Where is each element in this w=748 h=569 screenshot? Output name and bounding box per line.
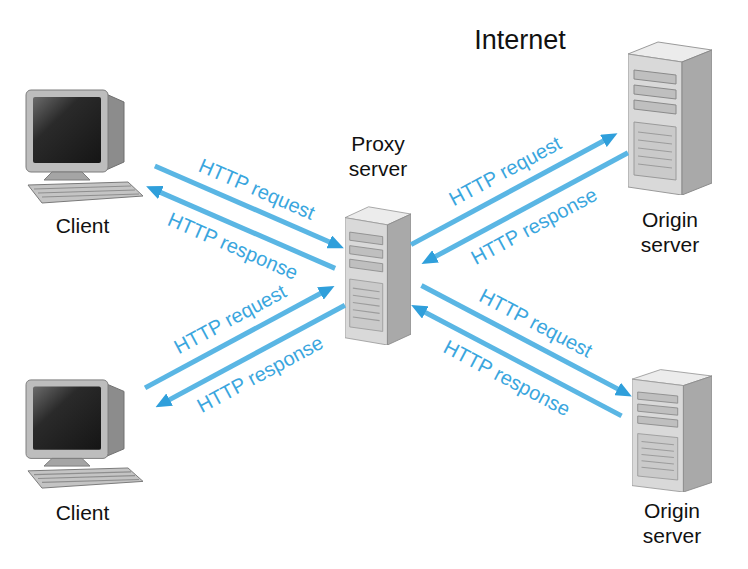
edge-label: HTTP response [440, 335, 575, 421]
edge-label-holder: HTTP response [164, 207, 302, 285]
edge-label-holder: HTTP response [192, 330, 326, 417]
edge-label-holder: HTTP request [444, 131, 565, 211]
edge-label-holder: HTTP request [196, 153, 319, 225]
server-icon [628, 42, 712, 195]
computer-icon [26, 90, 143, 203]
edge-label: HTTP response [192, 330, 326, 417]
edge-label-holder: HTTP request [475, 284, 596, 363]
edge-label: HTTP response [467, 182, 601, 269]
label-holder: Internet [435, 24, 605, 56]
label-holder: Origin server [620, 207, 720, 257]
edge-label: HTTP response [164, 207, 302, 285]
label-holder: Client [28, 500, 138, 525]
label-holder: Proxy server [336, 131, 420, 181]
proxy-server: Proxy server [345, 205, 411, 345]
edge-label: HTTP request [444, 131, 565, 211]
edge-label-holder: HTTP response [467, 182, 601, 269]
server-icon [632, 370, 712, 492]
origin-server: Origin server [628, 40, 712, 195]
node-label: Proxy server [336, 131, 420, 181]
edge-label: HTTP request [170, 279, 291, 359]
edge-label-holder: HTTP request [170, 279, 291, 359]
node-label: Client [28, 500, 138, 525]
server-icon [345, 207, 411, 345]
label-holder: Client [28, 213, 138, 238]
edge-label: HTTP request [475, 284, 596, 363]
node-label: Origin server [622, 498, 722, 548]
node-label: Client [28, 213, 138, 238]
node-label: Origin server [620, 207, 720, 257]
computer-icon [26, 380, 143, 488]
client-computer: Client [20, 378, 145, 490]
client-computer: Client [20, 88, 145, 205]
edge-label-holder: HTTP response [440, 335, 575, 421]
edge-label: HTTP request [196, 153, 319, 225]
node-label: Internet [435, 24, 605, 56]
origin-server: Origin server [632, 368, 712, 492]
label-holder: Origin server [622, 498, 722, 548]
